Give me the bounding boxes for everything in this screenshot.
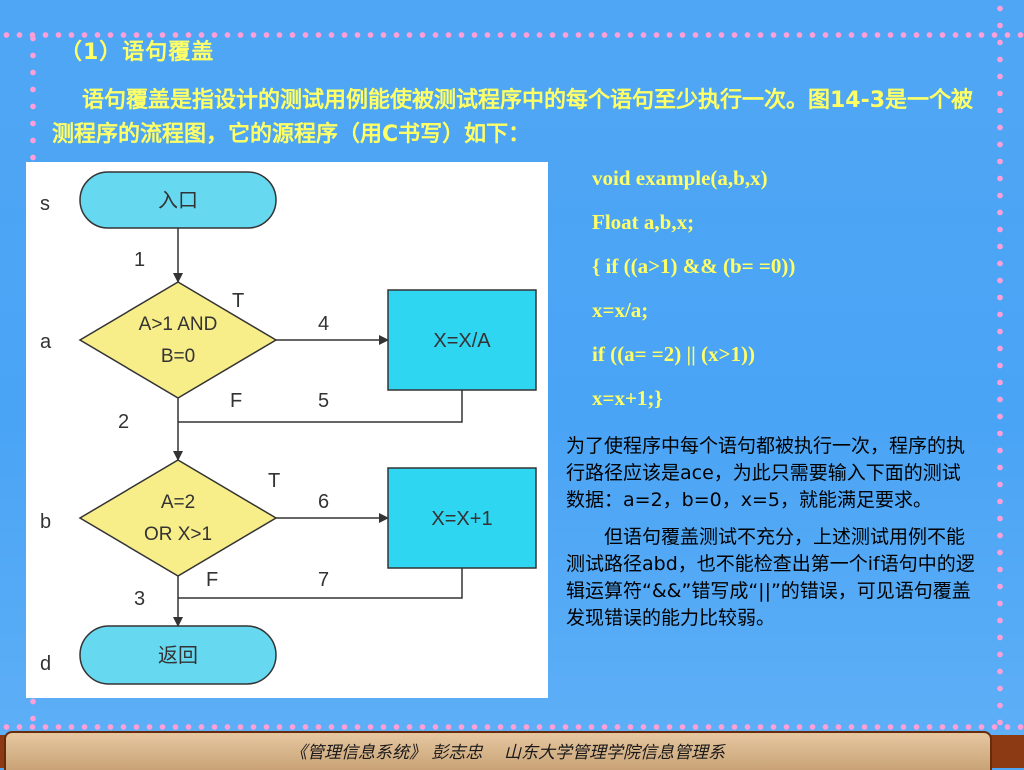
explanation-text: 为了使程序中每个语句都被执行一次，程序的执行路径应该是ace，为此只需要输入下面… (566, 433, 976, 632)
code-line: if ((a= =2) || (x>1)) (592, 342, 755, 366)
start-terminal-label: 入口 (158, 190, 198, 212)
process-a-label: X=X/A (433, 330, 491, 352)
process-b (387, 467, 537, 569)
intro-paragraph: 语句覆盖是指设计的测试用例能使被测试程序中的每个语句至少执行一次。图14-3是一… (52, 88, 974, 147)
decision-a-line-2: B=0 (161, 346, 195, 367)
false-label-b: F (206, 569, 218, 591)
dotted-border-top (0, 28, 1024, 42)
edge-5 (178, 390, 463, 423)
process-b-label: X=X+1 (431, 508, 492, 530)
path-number-5: 5 (318, 390, 329, 412)
section-heading: （1）语句覆盖 (60, 40, 215, 65)
path-number-1: 1 (134, 249, 145, 271)
explanation-paragraph-1: 为了使程序中每个语句都被执行一次，程序的执行路径应该是ace，为此只需要输入下面… (566, 435, 966, 511)
row-label-d: d (40, 653, 51, 675)
decision-a (78, 281, 278, 399)
path-number-2: 2 (118, 411, 129, 433)
end-terminal (79, 625, 277, 685)
decision-b-line-1: A=2 (161, 492, 195, 513)
decision-a-line-1: A>1 AND (139, 314, 218, 335)
path-number-3: 3 (134, 588, 145, 610)
code-line: x=x/a; (592, 298, 649, 322)
code-line: void example(a,b,x) (592, 166, 768, 190)
true-label-b: T (268, 470, 280, 492)
decision-b (78, 459, 278, 577)
footer-bar (4, 731, 992, 770)
flowchart-panel: s a b d 入口 1 A>1 AND B=0 T 4 X=X/A F 5 2… (26, 162, 548, 698)
explanation-paragraph-2: 但语句覆盖测试不充分，上述测试用例不能测试路径abd，也不能检查出第一个if语句… (566, 526, 975, 629)
flowchart-diagram: s a b d 入口 1 A>1 AND B=0 T 4 X=X/A F 5 2… (40, 171, 537, 685)
path-number-7: 7 (318, 569, 329, 591)
source-code-block: void example(a,b,x) Float a,b,x; { if ((… (592, 160, 795, 424)
dotted-border-bottom (0, 720, 1024, 734)
false-label-a: F (230, 390, 242, 412)
end-terminal-label: 返回 (158, 644, 198, 667)
path-number-4: 4 (318, 313, 329, 335)
row-label-s: s (40, 193, 50, 215)
true-label-a: T (232, 290, 244, 312)
path-number-6: 6 (318, 491, 329, 513)
row-label-a: a (40, 331, 52, 353)
dotted-border-right (993, 0, 1007, 752)
edge-7 (178, 568, 463, 599)
code-line: Float a,b,x; (592, 210, 695, 234)
row-label-b: b (40, 511, 51, 533)
footer-text: 《管理信息系统》 彭志忠 山东大学管理学院信息管理系 (290, 743, 726, 763)
decision-b-line-2: OR X>1 (144, 524, 212, 545)
code-line: x=x+1;} (592, 386, 663, 410)
code-line: { if ((a>1) && (b= =0)) (592, 254, 796, 278)
